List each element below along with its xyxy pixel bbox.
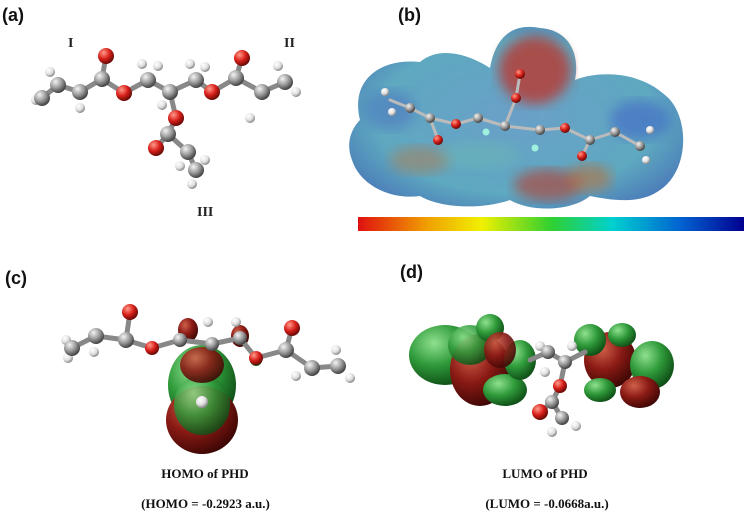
molecule-c-atoms: [61, 304, 355, 408]
panel-label-c: (c): [5, 268, 27, 288]
panel-label-d: (d): [400, 262, 423, 282]
esp-color-scale: [358, 217, 744, 231]
molecule-b-atoms: [381, 69, 654, 164]
group-label-i: I: [68, 36, 74, 51]
molecule-a: [39, 53, 288, 173]
homo-caption: HOMO of PHD: [161, 466, 249, 481]
panel-label-a: (a): [2, 5, 24, 25]
molecule-d-atoms: [532, 341, 581, 437]
esp-surface: [349, 26, 684, 209]
lumo-energy: (LUMO = -0.0668a.u.): [485, 496, 609, 511]
lumo-caption: LUMO of PHD: [502, 466, 588, 481]
group-label-iii: III: [197, 205, 214, 220]
group-label-ii: II: [284, 36, 295, 51]
molecule-a-atoms: [31, 48, 301, 189]
homo-lobes: [146, 318, 262, 454]
lumo-lobes: [409, 314, 674, 408]
panel-label-b: (b): [398, 5, 421, 25]
homo-energy: (HOMO = -0.2923 a.u.): [141, 496, 270, 511]
